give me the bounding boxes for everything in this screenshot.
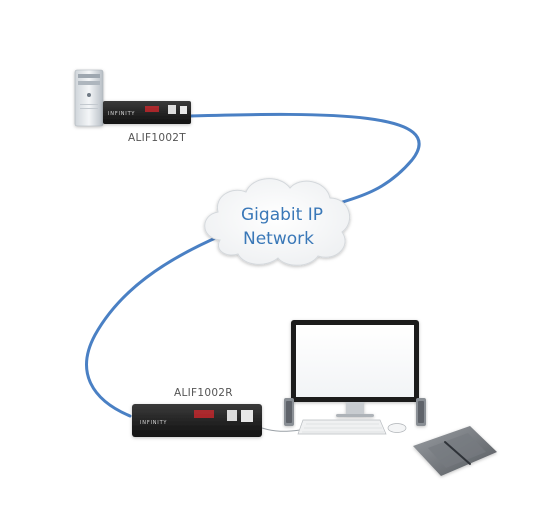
monitor [291, 320, 419, 417]
mouse [387, 423, 407, 433]
receiver-label: ALIF1002R [174, 387, 233, 399]
tower-pc [74, 69, 104, 127]
receiver-brand: INFINITY [140, 420, 167, 426]
receiver-unit: INFINITY [132, 404, 262, 437]
network-cloud [204, 178, 351, 266]
peripheral-cable [261, 427, 301, 432]
graphics-tablet [413, 426, 497, 476]
transmitter-unit: INFINITY [103, 101, 191, 124]
transmitter-label: ALIF1002T [128, 132, 186, 144]
keyboard [297, 419, 387, 435]
network-cable [85, 112, 421, 418]
cloud-line1: Gigabit IP [241, 205, 323, 225]
left-speaker [284, 398, 294, 426]
transmitter-brand: INFINITY [108, 111, 135, 117]
cloud-line2: Network [243, 229, 314, 249]
right-speaker [416, 398, 426, 426]
